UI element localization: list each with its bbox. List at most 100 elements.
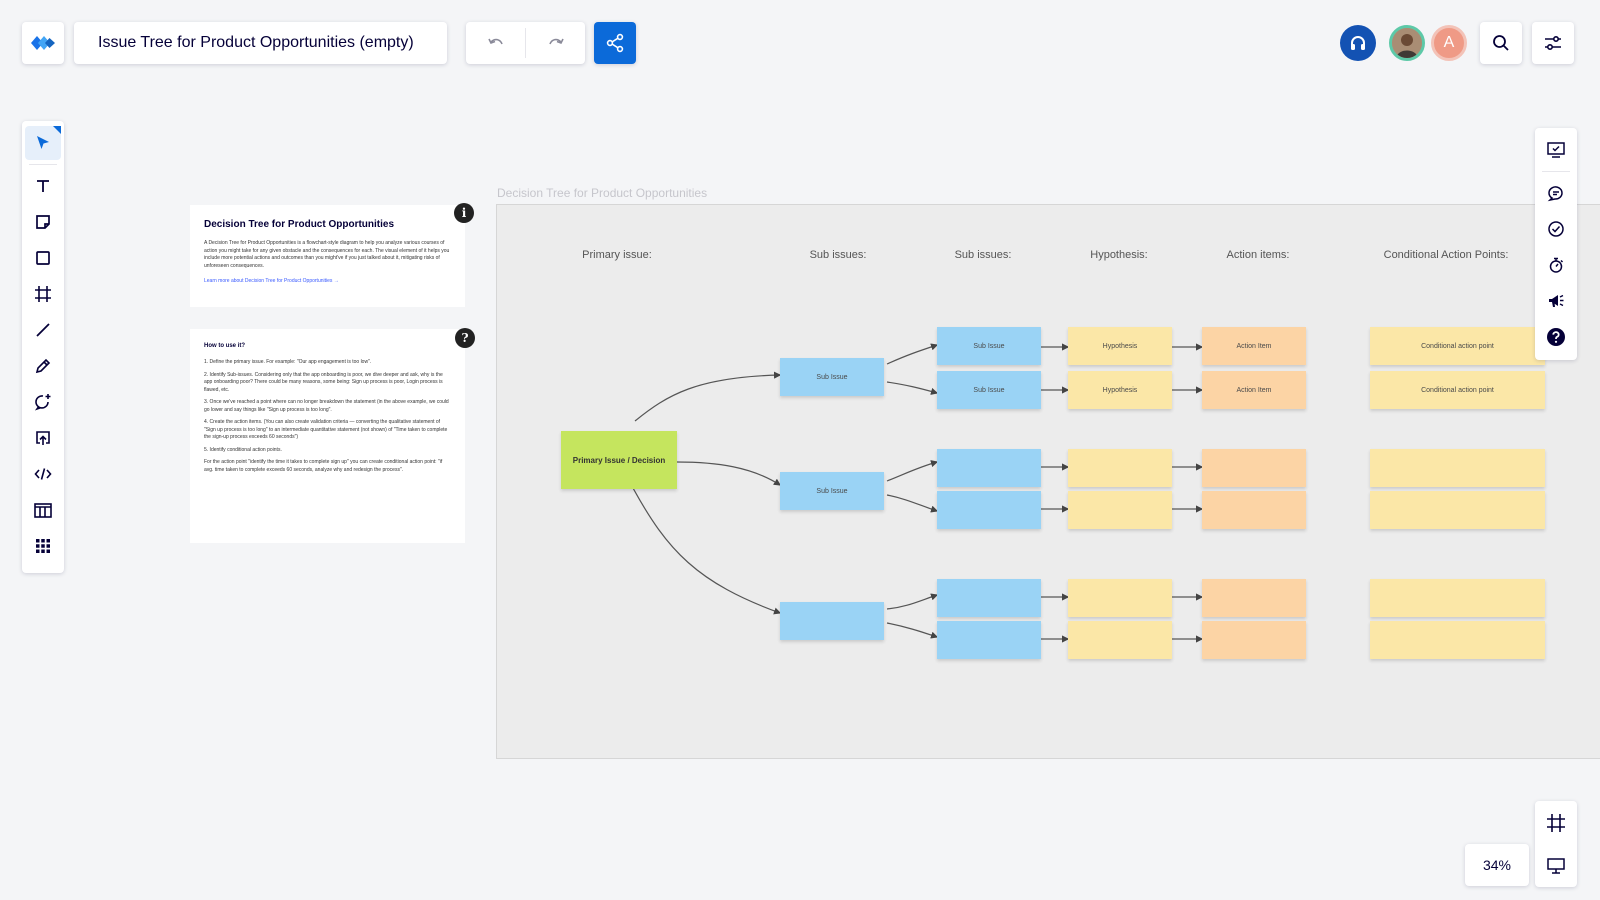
connector [886, 593, 939, 610]
conditional-action-note[interactable]: Conditional action point [1370, 327, 1545, 365]
line-icon [36, 323, 50, 337]
learn-more-link[interactable]: Learn more about Decision Tree for Produ… [204, 278, 339, 284]
frame-title[interactable]: Decision Tree for Product Opportunities [497, 186, 708, 200]
collaborator-avatar-initial[interactable]: A [1431, 25, 1467, 61]
table-layout-icon [34, 503, 52, 518]
undo-button[interactable] [466, 22, 525, 64]
templates-tool[interactable] [25, 493, 61, 527]
connector [634, 371, 782, 422]
sub-issue-note[interactable]: Sub Issue [780, 358, 884, 396]
conditional-action-note[interactable] [1370, 449, 1545, 487]
board-checklist-button[interactable] [1538, 133, 1574, 167]
info-badge-icon[interactable]: i [454, 203, 474, 223]
action-item-note[interactable] [1202, 621, 1306, 659]
conditional-action-note[interactable] [1370, 621, 1545, 659]
how-to-step: 2. Identify Sub-issues. Considering only… [204, 371, 443, 393]
headset-icon [1351, 36, 1365, 50]
view-controls [1535, 801, 1577, 887]
comment-plus-icon [34, 394, 51, 411]
how-to-step: 1. Define the primary issue. For example… [204, 359, 372, 365]
search-button[interactable] [1480, 22, 1522, 64]
sub-issue-note[interactable] [937, 491, 1041, 529]
column-header-primary: Primary issue: [582, 249, 652, 261]
action-item-note[interactable] [1202, 491, 1306, 529]
decision-tree-frame[interactable]: Primary issue: Sub issues: Sub issues: H… [496, 204, 1600, 759]
frame-icon [1547, 813, 1565, 832]
comment-bubble-icon [1547, 186, 1563, 202]
share-button[interactable] [594, 22, 636, 64]
conditional-action-note[interactable] [1370, 579, 1545, 617]
hypothesis-note[interactable] [1068, 491, 1172, 529]
about-card-title: Decision Tree for Product Opportunities [204, 219, 395, 230]
hypothesis-note[interactable]: Hypothesis [1068, 371, 1172, 409]
cursor-arrow-icon [37, 136, 49, 149]
help-badge-icon[interactable]: ? [455, 328, 475, 348]
more-apps-tool[interactable] [25, 529, 61, 563]
action-item-note[interactable]: Action Item [1202, 327, 1306, 365]
sticky-note-icon [36, 215, 50, 229]
connector [886, 494, 939, 513]
upload-tool[interactable] [25, 421, 61, 455]
action-item-note[interactable] [1202, 579, 1306, 617]
talktrack-button[interactable] [1340, 25, 1376, 61]
connector [886, 622, 939, 639]
sub-issue-note[interactable] [937, 621, 1041, 659]
pen-tool[interactable] [25, 349, 61, 383]
sub-issue-note[interactable] [780, 602, 884, 640]
action-item-note[interactable]: Action Item [1202, 371, 1306, 409]
how-to-use-card[interactable]: How to use it? 1. Define the primary iss… [190, 329, 465, 543]
connector [632, 487, 782, 615]
board-title[interactable]: Issue Tree for Product Opportunities (em… [74, 22, 447, 64]
user-photo-icon [1392, 28, 1422, 58]
sub-issue-note[interactable]: Sub Issue [937, 327, 1041, 365]
pen-icon [35, 358, 51, 374]
avatar-initial: A [1443, 34, 1455, 51]
presentation-icon [1547, 857, 1565, 874]
line-tool[interactable] [25, 313, 61, 347]
conditional-action-note[interactable] [1370, 491, 1545, 529]
collaborator-avatar-photo[interactable] [1389, 25, 1425, 61]
frames-panel-button[interactable] [1538, 806, 1574, 840]
help-button[interactable] [1538, 320, 1574, 354]
column-header-conditional: Conditional Action Points: [1383, 249, 1509, 261]
board-settings-button[interactable] [1532, 22, 1574, 64]
column-header-hypothesis: Hypothesis: [1090, 249, 1148, 261]
presentation-mode-button[interactable] [1538, 849, 1574, 883]
hypothesis-note[interactable] [1068, 621, 1172, 659]
conditional-action-note[interactable]: Conditional action point [1370, 371, 1545, 409]
miro-logo-icon [31, 36, 55, 50]
zoom-level-button[interactable]: 34% [1465, 844, 1529, 886]
frame-icon [35, 286, 51, 302]
question-circle-icon [1547, 328, 1565, 346]
square-shape-icon [36, 251, 50, 265]
connector [676, 461, 782, 486]
tasks-button[interactable] [1538, 212, 1574, 246]
comment-tool[interactable] [25, 385, 61, 419]
sticky-note-tool[interactable] [25, 205, 61, 239]
undo-icon [487, 38, 503, 45]
connector [886, 460, 939, 482]
hypothesis-note[interactable]: Hypothesis [1068, 327, 1172, 365]
hypothesis-note[interactable] [1068, 449, 1172, 487]
how-to-step: 4. Create the action items. (You can als… [204, 419, 448, 440]
timer-button[interactable] [1538, 248, 1574, 282]
board-title-text: Issue Tree for Product Opportunities (em… [98, 34, 414, 51]
frame-tool[interactable] [25, 277, 61, 311]
about-template-card[interactable]: Decision Tree for Product Opportunities … [190, 205, 465, 307]
primary-issue-note[interactable]: Primary Issue / Decision [561, 431, 677, 489]
sub-issue-note[interactable]: Sub Issue [780, 472, 884, 510]
hypothesis-note[interactable] [1068, 579, 1172, 617]
embed-code-tool[interactable] [25, 457, 61, 491]
comments-button[interactable] [1538, 176, 1574, 210]
sub-issue-note[interactable]: Sub Issue [937, 371, 1041, 409]
select-tool[interactable] [25, 126, 61, 160]
redo-button[interactable] [526, 22, 585, 64]
announcements-button[interactable] [1538, 284, 1574, 318]
text-tool[interactable] [25, 169, 61, 203]
app-logo-button[interactable] [22, 22, 64, 64]
sub-issue-note[interactable] [937, 579, 1041, 617]
stopwatch-icon [1549, 257, 1564, 273]
action-item-note[interactable] [1202, 449, 1306, 487]
sub-issue-note[interactable] [937, 449, 1041, 487]
shape-tool[interactable] [25, 241, 61, 275]
